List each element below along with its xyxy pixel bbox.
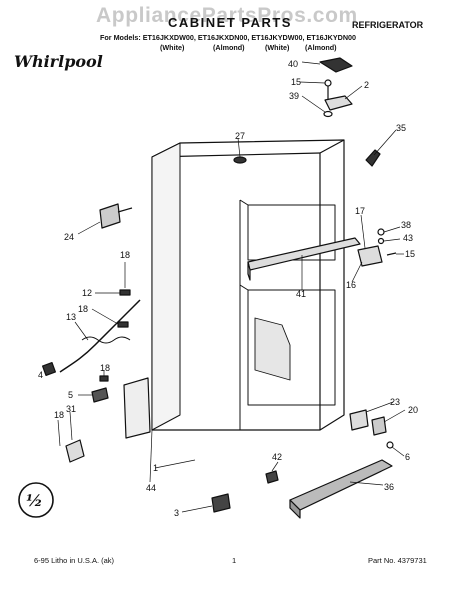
part-18-a (117, 321, 129, 328)
callout-18-a: 18 (120, 250, 130, 260)
callout-42: 42 (272, 452, 282, 462)
footer-date: 6-95 Litho in U.S.A. (ak) (34, 556, 115, 565)
callout-35: 35 (396, 123, 406, 133)
part-31 (65, 439, 85, 463)
callout-39: 39 (289, 91, 299, 101)
callout-13: 13 (66, 312, 76, 322)
top-plug (233, 156, 247, 164)
footer-part-number: Part No. 4379731 (368, 556, 427, 565)
svg-text:½: ½ (26, 491, 43, 510)
callout-16: 16 (346, 280, 356, 290)
part-5 (91, 387, 109, 403)
callout-31: 31 (66, 404, 76, 414)
callout-6: 6 (405, 452, 410, 462)
callout-17: 17 (355, 206, 365, 216)
leveling-leg-rear (265, 470, 279, 484)
watermark: AppliancePartsPros.com (96, 4, 358, 27)
callout-4: 4 (38, 370, 43, 380)
callout-2: 2 (364, 80, 369, 90)
callout-18-d: 18 (54, 410, 64, 420)
callout-1: 1 (153, 463, 158, 473)
callout-40: 40 (288, 59, 298, 69)
color-label-4: (Almond) (305, 43, 337, 52)
callout-15-top: 15 (291, 77, 301, 87)
divider-rail (247, 237, 361, 281)
callout-18-c: 18 (100, 363, 110, 373)
callout-18-b: 18 (78, 304, 88, 314)
part-12 (119, 289, 131, 296)
callout-labels: 1 2 3 4 5 6 12 13 15 15 16 17 18 18 18 1… (38, 59, 418, 518)
callout-5: 5 (68, 390, 73, 400)
base-grille (289, 459, 393, 519)
top-hinge-assembly (319, 57, 353, 118)
callout-15-center: 15 (405, 249, 415, 259)
callout-23: 23 (390, 397, 400, 407)
hinge-cap (365, 149, 381, 167)
cabinet-shell (151, 139, 345, 431)
leader-lines (57, 61, 406, 513)
callout-36: 36 (384, 482, 394, 492)
models-line: For Models: ET16JKXDW00, ET16JKXDN00, ET… (100, 33, 357, 42)
callout-43: 43 (403, 233, 413, 243)
color-label-3: (White) (265, 43, 290, 52)
brand-logo: Whirlpool (14, 52, 103, 71)
callout-12: 12 (82, 288, 92, 298)
product-type: REFRIGERATOR (352, 20, 424, 30)
center-hinge (357, 228, 397, 267)
callout-24: 24 (64, 232, 74, 242)
part-18-b (99, 375, 109, 382)
lower-hinge (349, 409, 394, 449)
leveling-leg-front (211, 493, 231, 513)
callout-38: 38 (401, 220, 411, 230)
power-cord (41, 299, 141, 377)
callout-20: 20 (408, 405, 418, 415)
callout-41: 41 (296, 289, 306, 299)
part-24 (99, 203, 133, 229)
footer-page-number: 1 (232, 556, 237, 565)
section-badge-icon: ½ (18, 482, 54, 518)
compressor-bracket (123, 377, 151, 439)
callout-27: 27 (235, 131, 245, 141)
color-label-2: (Almond) (213, 43, 245, 52)
callout-44: 44 (146, 483, 156, 493)
section-title: CABINET PARTS (168, 15, 292, 30)
color-label-1: (White) (160, 43, 185, 52)
callout-3: 3 (174, 508, 179, 518)
